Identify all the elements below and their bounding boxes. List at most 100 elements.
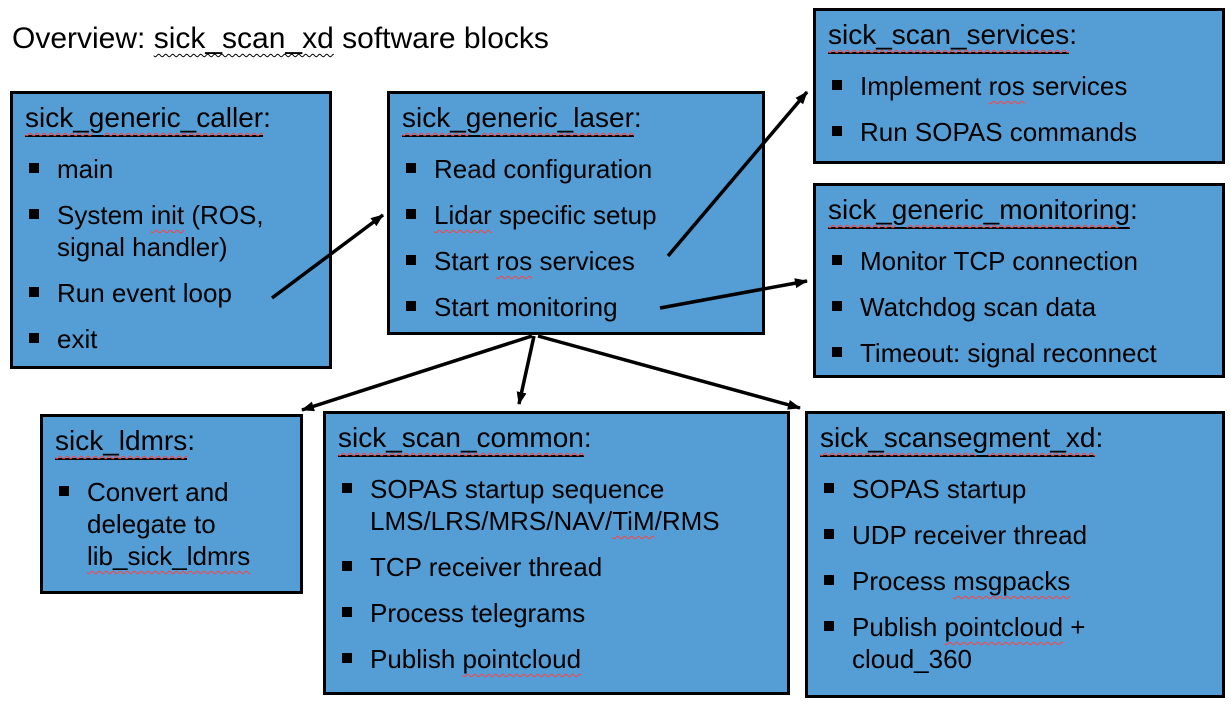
bullet-item: SOPAS startup (818, 473, 1216, 505)
text-segment: SOPAS startup (852, 474, 1027, 504)
text-segment: LMS/LRS/MRS/NAV/ (370, 506, 613, 536)
text-segment: (ROS, (184, 200, 264, 230)
bullet-item: main (23, 153, 323, 185)
bullet-text: main (57, 153, 113, 185)
bullet-item: Timeout: signal reconnect (826, 337, 1216, 369)
bullet-item: Publish pointcloud +cloud_360 (818, 611, 1216, 675)
block-title-colon: : (1069, 19, 1077, 50)
spellcheck-word: init (150, 200, 185, 230)
bullet-text: UDP receiver thread (852, 519, 1087, 551)
bullet-item: Run event loop (23, 277, 323, 309)
block-title-text: sick_generic_monitoring (828, 194, 1130, 225)
block-title-text: sick_scan_common (338, 422, 584, 453)
block-title: sick_generic_monitoring: (828, 194, 1216, 229)
bullet-text: Monitor TCP connection (860, 245, 1138, 277)
text-segment: specific setup (491, 200, 657, 230)
text-segment: TCP receiver thread (370, 552, 603, 582)
text-segment: main (57, 154, 114, 184)
spellcheck-word: ros (496, 246, 533, 276)
bullet-text: Implement ros services (860, 70, 1127, 102)
text-segment: exit (57, 324, 98, 354)
text-segment: Publish (370, 644, 463, 674)
spellcheck-word: TiM (612, 506, 655, 536)
bullet-text: exit (57, 323, 97, 355)
bullet-square-icon (824, 483, 834, 493)
text-segment: services (1024, 71, 1128, 101)
bullet-item: Run SOPAS commands (826, 116, 1216, 148)
block-title-text: sick_generic_laser (402, 102, 634, 133)
spellcheck-word: ros (988, 71, 1025, 101)
bullet-text: Read configuration (434, 153, 652, 185)
bullet-text: Timeout: signal reconnect (860, 337, 1157, 369)
text-segment: signal handler) (57, 232, 228, 262)
page-title-code: sick_scan_xd (153, 22, 334, 55)
block-title-colon: : (1095, 422, 1104, 453)
bullet-text: Process msgpacks (852, 565, 1070, 597)
text-segment: Timeout: signal reconnect (860, 338, 1157, 368)
bullet-text: TCP receiver thread (370, 551, 602, 583)
text-segment: Run SOPAS commands (860, 117, 1137, 147)
block-title-colon: : (187, 425, 196, 456)
bullet-square-icon (406, 255, 416, 265)
bullet-square-icon (342, 483, 352, 493)
text-segment: System (57, 200, 151, 230)
bullet-square-icon (406, 163, 416, 173)
text-segment: services (532, 246, 635, 276)
bullet-item: Lidar specific setup (400, 199, 756, 231)
bullet-text: Start ros services (434, 245, 635, 277)
bullet-square-icon (824, 575, 834, 585)
page-title: Overview: sick_scan_xd software blocks (12, 22, 549, 56)
bullet-square-icon (824, 621, 834, 631)
bullet-square-icon (406, 301, 416, 311)
bullet-item: Process telegrams (336, 597, 781, 629)
bullet-text: SOPAS startup (852, 473, 1026, 505)
text-segment: + (1063, 612, 1086, 642)
bullet-item: System init (ROS,signal handler) (23, 199, 323, 263)
text-segment: Watchdog scan data (860, 292, 1097, 322)
bullet-square-icon (342, 653, 352, 663)
text-segment: Convert and (87, 477, 229, 507)
page-title-prefix: Overview: (12, 22, 154, 55)
arrow-generic-laser-to-scansegment-xd (537, 334, 801, 410)
bullet-item: Start monitoring (400, 291, 756, 323)
text-segment: Process telegrams (370, 598, 586, 628)
bullet-text: Watchdog scan data (860, 291, 1096, 323)
block-title: sick_scan_common: (338, 422, 781, 457)
text-segment: SOPAS startup sequence (370, 474, 665, 504)
bullet-square-icon (824, 529, 834, 539)
block-title: sick_scansegment_xd: (820, 422, 1216, 457)
bullet-square-icon (832, 255, 842, 265)
bullet-item: Process msgpacks (818, 565, 1216, 597)
bullet-square-icon (832, 80, 842, 90)
text-segment: Run event loop (57, 278, 232, 308)
text-segment: delegate to (87, 509, 216, 539)
block-title: sick_generic_caller: (25, 102, 323, 137)
text-segment: Start monitoring (434, 292, 618, 322)
bullet-item: Watchdog scan data (826, 291, 1216, 323)
text-segment: Publish (852, 612, 945, 642)
text-segment: Implement (860, 71, 989, 101)
arrow-generic-laser-to-scan-common (516, 335, 536, 405)
spellcheck-word: pointcloud (944, 612, 1064, 642)
text-segment: /RMS (654, 506, 720, 536)
bullet-item: UDP receiver thread (818, 519, 1216, 551)
bullet-item: exit (23, 323, 323, 355)
bullet-item: Start ros services (400, 245, 756, 277)
block-title-text: sick_ldmrs (55, 425, 188, 456)
bullet-square-icon (406, 209, 416, 219)
bullet-square-icon (832, 301, 842, 311)
block-title-colon: : (633, 102, 642, 133)
bullet-square-icon (832, 126, 842, 136)
bullet-square-icon (832, 347, 842, 357)
bullet-text: Process telegrams (370, 597, 585, 629)
bullet-text: Publish pointcloud +cloud_360 (852, 611, 1085, 675)
spellcheck-word: lib_sick_ldmrs (87, 541, 251, 571)
bullet-item: Implement ros services (826, 70, 1216, 102)
block-title-colon: : (263, 102, 271, 133)
